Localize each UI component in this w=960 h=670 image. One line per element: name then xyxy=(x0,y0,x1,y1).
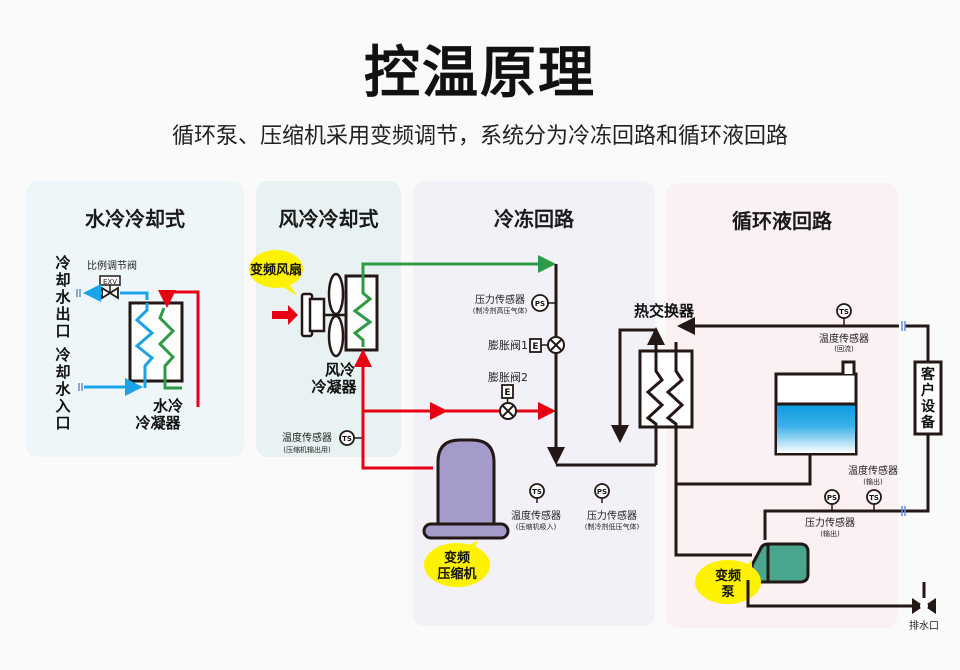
svg-text:PS: PS xyxy=(535,300,545,308)
water-condenser-label-1: 水冷 xyxy=(153,397,183,415)
water-condenser-label-2: 冷凝器 xyxy=(135,414,181,432)
svg-text:冷: 冷 xyxy=(55,346,70,364)
customer-equipment-box xyxy=(913,360,943,436)
customer-equipment: 客 户 设 备 xyxy=(901,321,943,516)
svg-text:PS: PS xyxy=(597,488,607,496)
svg-text:出: 出 xyxy=(55,305,70,323)
svg-text:口: 口 xyxy=(55,414,70,432)
svg-text:设: 设 xyxy=(921,399,936,415)
panel-title-refrigeration: 冷冻回路 xyxy=(494,207,574,231)
compressor-body xyxy=(436,438,496,540)
output-pressure-sensor-sub: (输出) xyxy=(820,529,840,538)
svg-text:冷: 冷 xyxy=(55,254,70,272)
svg-text:备: 备 xyxy=(920,414,936,431)
page-subtitle: 循环泵、压缩机采用变频调节，系统分为冷冻回路和循环液回路 xyxy=(171,124,788,149)
svg-text:水: 水 xyxy=(55,288,71,306)
high-pressure-sensor-sub: (制冷剂高压气体) xyxy=(473,306,528,315)
panel-title-air-cooled: 风冷冷却式 xyxy=(278,207,379,231)
svg-text:口: 口 xyxy=(55,322,70,340)
pump-callout-2: 泵 xyxy=(721,585,734,600)
water-refrigerant-coil xyxy=(157,307,182,390)
tank-filler-cap xyxy=(841,360,856,374)
expansion-valve-2-label: 膨胀阀2 xyxy=(488,370,528,384)
svg-text:TS: TS xyxy=(342,435,352,443)
fan-callout: 变频风扇 xyxy=(250,262,302,278)
svg-text:PS: PS xyxy=(827,494,837,502)
output-temp-sensor-label: 温度传感器 xyxy=(848,464,898,477)
svg-text:客: 客 xyxy=(920,366,936,383)
water-cooled-diagram: 冷 却 水 出 口 冷 却 水 入 口 比例调节阀 EXV 水冷 冷凝器 xyxy=(55,254,200,432)
drain-label: 排水口 xyxy=(909,619,939,632)
hot-gas-line xyxy=(354,349,433,470)
panel-water-cooled: 水冷冷却式 xyxy=(26,181,244,457)
reservoir-water xyxy=(777,404,855,453)
discharge-temp-sensor-sub: (压缩机输出用) xyxy=(283,445,331,454)
air-intake-arrow xyxy=(272,305,298,325)
air-condenser-label-2: 冷凝器 xyxy=(311,378,357,396)
suction-temp-sensor-label: 温度传感器 xyxy=(511,509,561,522)
svg-text:却: 却 xyxy=(55,363,70,381)
svg-text:TS: TS xyxy=(532,488,542,496)
suction-pressure-sensor-label: 压力传感器 xyxy=(587,509,637,522)
inlet-vertical-label: 冷 却 水 入 口 xyxy=(55,346,71,432)
pump-callout-1: 变频 xyxy=(715,568,741,584)
svg-text:E: E xyxy=(532,342,538,352)
pump-body xyxy=(750,542,810,584)
heat-exchanger-label: 热交换器 xyxy=(634,302,695,320)
air-condenser-label-1: 风冷 xyxy=(325,361,355,379)
suction-pressure-sensor-sub: (制冷剂低压气体) xyxy=(585,522,640,531)
air-condenser-coil xyxy=(352,255,556,347)
fan-callout-bubble xyxy=(249,250,303,288)
pump-callout-bubble xyxy=(695,560,761,604)
svg-text:E: E xyxy=(504,388,510,398)
svg-text:却: 却 xyxy=(55,271,70,289)
heat-exchanger-box xyxy=(638,349,694,429)
high-pressure-sensor-label: 压力传感器 xyxy=(475,293,525,306)
compressor-base xyxy=(422,522,510,540)
water-condenser-box xyxy=(128,301,184,383)
exv-tag: EXV xyxy=(103,278,117,286)
panel-title-water-cooled: 水冷冷却式 xyxy=(85,207,185,231)
svg-text:水: 水 xyxy=(55,380,71,398)
fan-blade-icon xyxy=(327,272,345,316)
compressor-callout-bubble xyxy=(424,543,490,587)
outlet-vertical-label: 冷 却 水 出 口 xyxy=(55,254,71,340)
expansion-valve-1-label: 膨胀阀1 xyxy=(488,338,528,352)
svg-text:TS: TS xyxy=(839,308,849,316)
supply-line xyxy=(763,509,905,540)
return-temp-sensor-label: 温度传感器 xyxy=(819,332,869,345)
refrigeration-diagram: 压力传感器 (制冷剂高压气体) PS 膨胀阀1 E 膨胀阀2 E 变频 压缩机 … xyxy=(354,264,656,587)
return-temp-sensor-sub: (回流) xyxy=(834,344,854,353)
panel-title-circulation: 循环液回路 xyxy=(732,209,832,233)
air-cooled-diagram: 变频风扇 风冷 冷凝器 温度传感器 (压缩机输出用) TS xyxy=(249,250,556,454)
svg-text:TS: TS xyxy=(869,494,879,502)
page-title: 控温原理 xyxy=(364,41,596,106)
suction-temp-sensor-sub: (压缩机吸入) xyxy=(516,522,557,531)
compressor-callout-1: 变频 xyxy=(444,550,470,566)
proportional-valve-label: 比例调节阀 xyxy=(87,259,137,272)
circulation-diagram: 热交换器 TS 温度传感器 (回流) 变频 泵 PS TS 温度传感器 (输出)… xyxy=(618,302,939,632)
svg-text:户: 户 xyxy=(921,382,935,399)
output-pressure-sensor-label: 压力传感器 xyxy=(805,516,855,529)
discharge-temp-sensor-label: 温度传感器 xyxy=(282,431,332,444)
proportional-valve-icon xyxy=(101,286,119,300)
water-coil xyxy=(134,303,155,388)
compressor-callout-2: 压缩机 xyxy=(437,566,476,582)
output-temp-sensor-sub: (输出) xyxy=(863,477,883,486)
svg-text:入: 入 xyxy=(55,397,70,415)
